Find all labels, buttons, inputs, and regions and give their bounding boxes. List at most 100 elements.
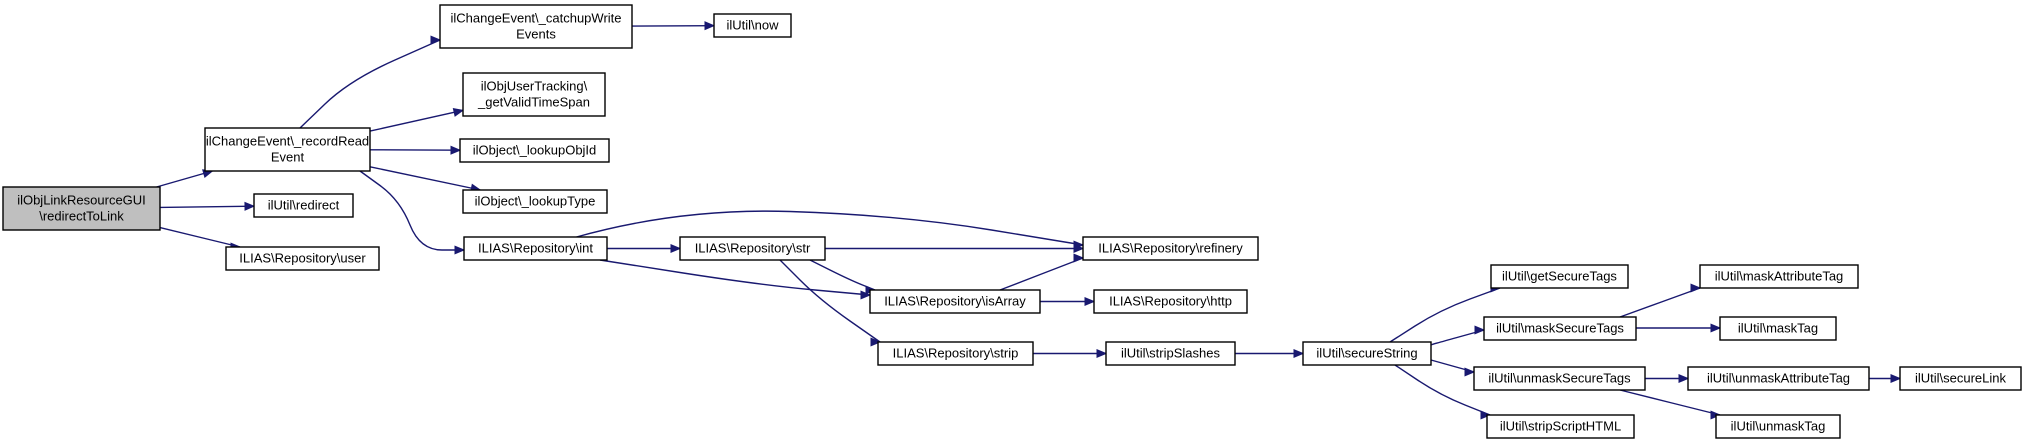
node-box[interactable] — [462, 72, 606, 117]
node-repo-strip[interactable]: ILIAS\Repository\strip — [877, 341, 1034, 366]
arrowhead-icon — [1084, 296, 1096, 307]
node-box[interactable] — [1719, 316, 1837, 341]
node-label: ilUtil\getSecureTags — [1502, 269, 1617, 284]
arrowhead-icon — [1678, 373, 1690, 384]
edge-unmask_secure_tags-to-unmask_attribute_tag — [1645, 373, 1690, 384]
arrowhead-icon — [870, 337, 882, 347]
node-label: ilObject\_lookupType — [475, 194, 596, 209]
node-repo-user[interactable]: ILIAS\Repository\user — [225, 246, 380, 271]
edge-mask_secure_tags-to-mask_tag — [1636, 323, 1722, 333]
node-strip-script-html[interactable]: ilUtil\stripScriptHTML — [1486, 414, 1635, 439]
node-box[interactable] — [1302, 341, 1432, 366]
node-box[interactable] — [439, 4, 633, 49]
node-secure-link[interactable]: ilUtil\secureLink — [1899, 366, 2022, 391]
node-secure-string[interactable]: ilUtil\secureString — [1302, 341, 1432, 366]
edge-catchup-to-util_now — [631, 21, 716, 31]
node-lookup-type[interactable]: ilObject\_lookupType — [462, 189, 608, 214]
arrowhead-icon — [1073, 253, 1085, 263]
edge-record_read-to-lookup_obj_id — [369, 145, 462, 155]
node-box[interactable] — [1093, 289, 1248, 314]
node-unmask-tag[interactable]: ilUtil\unmaskTag — [1715, 414, 1841, 439]
arrowhead-icon — [454, 245, 466, 255]
node-label: Events — [516, 27, 556, 42]
node-box[interactable] — [1105, 341, 1236, 366]
node-unmask-secure-tags[interactable]: ilUtil\unmaskSecureTags — [1473, 366, 1646, 391]
node-valid-timespan[interactable]: ilObjUserTracking\_getValidTimeSpan — [462, 72, 606, 117]
node-label: ilUtil\stripScriptHTML — [1500, 419, 1621, 434]
node-lookup-obj-id[interactable]: ilObject\_lookupObjId — [459, 138, 610, 163]
node-label: ilUtil\stripSlashes — [1121, 346, 1220, 361]
node-repo-refinery[interactable]: ILIAS\Repository\refinery — [1082, 236, 1259, 261]
edge-line — [809, 259, 876, 291]
edge-secure_string-to-unmask_secure_tags — [1430, 359, 1476, 377]
arrowhead-icon — [430, 35, 442, 45]
node-box[interactable] — [2, 186, 161, 231]
edge-unmask_secure_tags-to-unmask_tag — [1619, 389, 1722, 420]
edge-repo_str-to-repo_is_array — [809, 259, 877, 295]
node-label: ilUtil\maskSecureTags — [1496, 321, 1624, 336]
arrowhead-icon — [1073, 243, 1085, 254]
edge-mask_secure_tags-to-mask_attribute_tag — [1619, 283, 1702, 318]
node-box[interactable] — [1486, 414, 1635, 439]
node-mask-secure-tags[interactable]: ilUtil\maskSecureTags — [1483, 316, 1637, 341]
arrowhead-icon — [1464, 367, 1476, 377]
node-box[interactable] — [225, 246, 380, 271]
edge-repo_str-to-repo_strip — [779, 259, 882, 347]
nodes-layer: ilObjLinkResourceGUI\redirectToLink ilCha… — [2, 4, 2022, 439]
edge-record_read-to-lookup_type — [369, 166, 482, 193]
edge-secure_string-to-strip_script_html — [1394, 364, 1492, 420]
node-box[interactable] — [462, 189, 608, 214]
node-repo-int[interactable]: ILIAS\Repository\int — [463, 236, 608, 261]
edge-record_read-to-catchup — [299, 35, 442, 129]
node-box[interactable] — [679, 236, 826, 261]
node-mask-attribute-tag[interactable]: ilUtil\maskAttributeTag — [1699, 264, 1859, 289]
node-label: ILIAS\Repository\isArray — [884, 294, 1026, 309]
node-strip-slashes[interactable]: ilUtil\stripSlashes — [1105, 341, 1236, 366]
node-label: ilObject\_lookupObjId — [473, 143, 597, 158]
node-box[interactable] — [713, 13, 792, 38]
node-redirect-to-link[interactable]: ilObjLinkResourceGUI\redirectToLink — [2, 186, 161, 231]
arrowhead-icon — [452, 107, 465, 117]
node-box[interactable] — [1699, 264, 1859, 289]
node-box[interactable] — [1715, 414, 1841, 439]
node-unmask-attribute-tag[interactable]: ilUtil\unmaskAttributeTag — [1687, 366, 1870, 391]
node-box[interactable] — [869, 289, 1041, 314]
node-label: ILIAS\Repository\strip — [893, 346, 1019, 361]
node-mask-tag[interactable]: ilUtil\maskTag — [1719, 316, 1837, 341]
node-label: ILIAS\Repository\refinery — [1098, 241, 1243, 256]
node-box[interactable] — [1082, 236, 1259, 261]
node-label: ilUtil\now — [726, 18, 779, 33]
node-util-redirect[interactable]: ilUtil\redirect — [253, 193, 354, 218]
arrowhead-icon — [704, 21, 716, 31]
edge-line — [779, 259, 881, 343]
edge-record_read-to-repo_int — [359, 170, 466, 255]
node-label: ILIAS\Repository\http — [1109, 294, 1232, 309]
node-box[interactable] — [1473, 366, 1646, 391]
node-box[interactable] — [1899, 366, 2022, 391]
edge-line — [1619, 287, 1701, 318]
edge-line — [359, 170, 464, 251]
edge-strip_slashes-to-secure_string — [1235, 348, 1305, 359]
arrowhead-icon — [450, 145, 462, 155]
arrowhead-icon — [670, 243, 682, 254]
node-box[interactable] — [463, 236, 608, 261]
node-box[interactable] — [1490, 264, 1629, 289]
node-box[interactable] — [253, 193, 354, 218]
node-box[interactable] — [204, 127, 371, 172]
node-repo-str[interactable]: ILIAS\Repository\str — [679, 236, 826, 261]
node-box[interactable] — [877, 341, 1034, 366]
node-util-now[interactable]: ilUtil\now — [713, 13, 792, 38]
node-box[interactable] — [1483, 316, 1637, 341]
edge-repo_int-to-repo_is_array — [599, 259, 872, 300]
node-box[interactable] — [1687, 366, 1870, 391]
arrowhead-icon — [1474, 325, 1486, 335]
node-get-secure-tags[interactable]: ilUtil\getSecureTags — [1490, 264, 1629, 289]
edge-line — [999, 257, 1084, 291]
node-repo-is-array[interactable]: ILIAS\Repository\isArray — [869, 289, 1041, 314]
node-repo-http[interactable]: ILIAS\Repository\http — [1093, 289, 1248, 314]
node-box[interactable] — [459, 138, 610, 163]
arrowhead-icon — [1096, 348, 1108, 359]
node-label: ilUtil\unmaskSecureTags — [1488, 371, 1631, 386]
